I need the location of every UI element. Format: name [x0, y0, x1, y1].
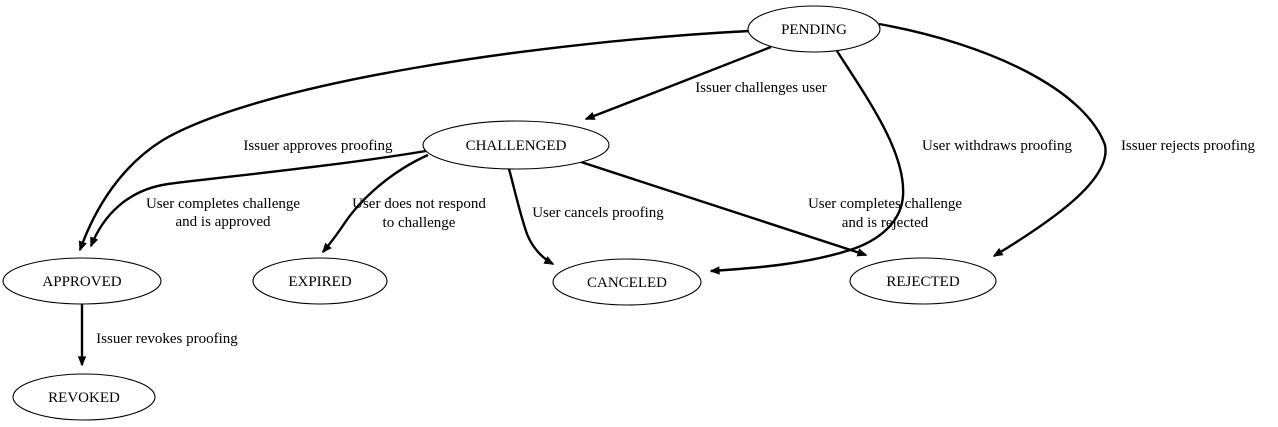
node-canceled-label: CANCELED — [587, 275, 667, 291]
edge-challenged-rejected — [577, 159, 868, 257]
edge-pending-canceled — [709, 50, 905, 275]
edge-label-user-does-not-respond: User does not respond to challenge — [352, 196, 486, 231]
node-layer: PENDING CHALLENGED APPROVED EXPIRED CANC… — [2, 5, 997, 421]
node-expired-label: EXPIRED — [288, 274, 352, 290]
node-challenged-label: CHALLENGED — [466, 138, 567, 154]
node-canceled-shape — [552, 258, 702, 306]
edge-label-issuer-challenges-user: Issuer challenges user — [695, 80, 827, 96]
node-approved: APPROVED — [2, 257, 162, 305]
edge-challenged-expired — [322, 153, 429, 254]
edge-challenged-canceled — [507, 168, 555, 266]
edge-label-user-completes-challenge-approved: User completes challenge and is approved — [146, 196, 300, 230]
edge-label-line: and is rejected — [842, 215, 929, 231]
edge-label-issuer-approves-proofing: Issuer approves proofing — [243, 138, 393, 154]
edge-label-user-cancels-proofing: User cancels proofing — [532, 205, 664, 221]
node-rejected: REJECTED — [849, 257, 997, 305]
node-challenged-shape — [422, 120, 610, 170]
node-canceled: CANCELED — [552, 258, 702, 306]
node-pending: PENDING — [747, 5, 881, 53]
node-revoked-shape — [12, 373, 156, 421]
node-pending-label: PENDING — [781, 22, 847, 38]
node-approved-shape — [2, 257, 162, 305]
node-rejected-shape — [849, 257, 997, 305]
node-challenged: CHALLENGED — [422, 120, 610, 170]
edge-label-issuer-revokes-proofing: Issuer revokes proofing — [96, 331, 238, 347]
node-expired: EXPIRED — [252, 257, 388, 305]
edge-label-user-completes-challenge-rejected: User completes challenge and is rejected — [808, 196, 962, 231]
edge-pending-rejected — [878, 22, 1107, 258]
edge-label-user-withdraws-proofing: User withdraws proofing — [922, 138, 1072, 154]
edge-pending-approved — [78, 29, 750, 252]
node-pending-shape — [747, 5, 881, 53]
node-approved-label: APPROVED — [42, 274, 121, 290]
edge-challenged-approved — [89, 149, 427, 248]
edge-label-layer: Issuer challenges user Issuer approves p… — [96, 80, 1255, 347]
node-revoked-label: REVOKED — [48, 390, 120, 406]
edge-label-line: User completes challenge — [146, 196, 300, 212]
edge-label-line: to challenge — [383, 215, 456, 231]
edge-label-line: User completes challenge — [808, 196, 962, 212]
edge-label-issuer-rejects-proofing: Issuer rejects proofing — [1121, 138, 1256, 154]
edge-label-line: User does not respond — [352, 196, 486, 212]
node-revoked: REVOKED — [12, 373, 156, 421]
node-expired-shape — [252, 257, 388, 305]
edge-layer — [77, 22, 1107, 367]
edge-label-line: and is approved — [176, 214, 271, 230]
edge-pending-challenged — [584, 45, 772, 121]
node-rejected-label: REJECTED — [886, 274, 959, 290]
